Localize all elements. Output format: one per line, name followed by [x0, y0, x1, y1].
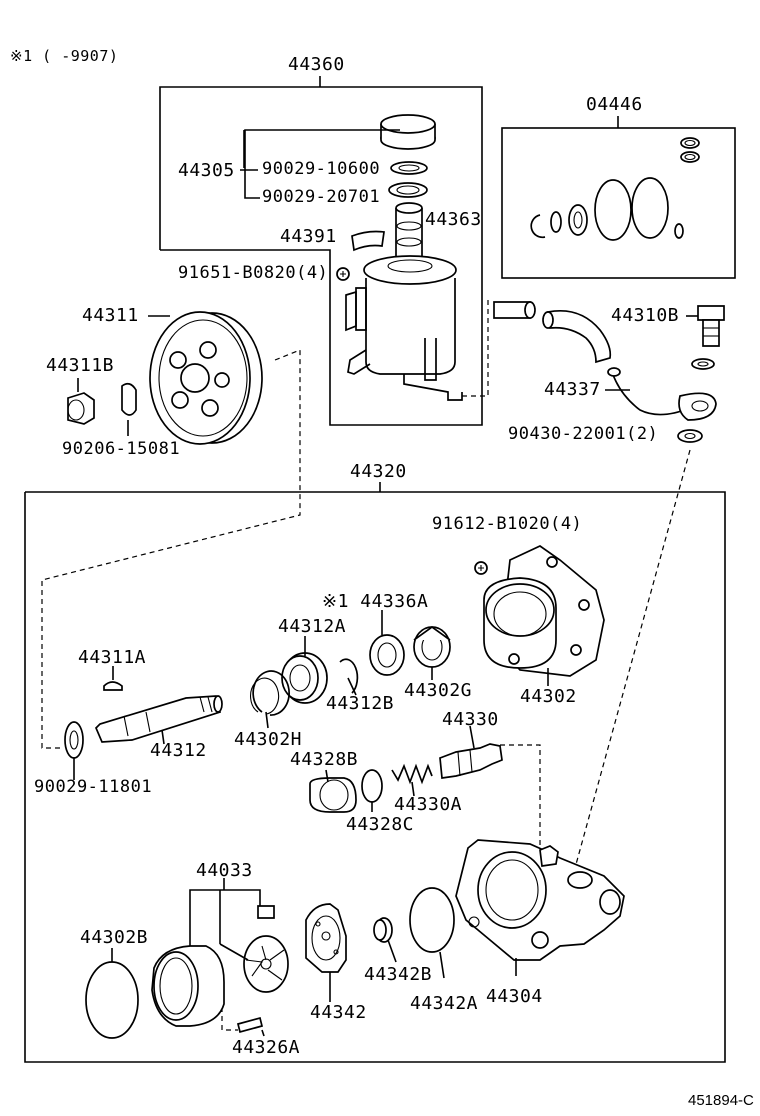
gasket-90029-10600 [390, 161, 428, 175]
callout-44363: 44363 [425, 209, 482, 230]
pump-shaft [94, 695, 223, 743]
callout-44391: 44391 [280, 226, 337, 247]
cam-ring [151, 945, 225, 1027]
callout-90029-10600: 90029-10600 [262, 159, 381, 179]
callout-44305: 44305 [178, 160, 235, 181]
callout-44311A: 44311A [78, 647, 147, 668]
callout-44311B: 44311B [46, 355, 115, 376]
gasket-90029-20701 [388, 182, 428, 198]
side-plate [305, 903, 347, 973]
callout-90206-15081: 90206-15081 [62, 439, 181, 459]
reservoir-box [159, 86, 483, 426]
reservoir-body [345, 255, 463, 401]
callout-44312A: 44312A [278, 616, 347, 637]
pressure-pipe [611, 371, 691, 416]
callout-44342A: 44342A [410, 993, 479, 1014]
callout-44312B: 44312B [326, 693, 395, 714]
callout-44342: 44342 [310, 1002, 367, 1023]
model-note: ※1 ( -9907) [10, 47, 119, 65]
callout-44320: 44320 [350, 461, 407, 482]
pump-rotor [243, 935, 289, 993]
callout-44033: 44033 [196, 860, 253, 881]
callout-04446: 04446 [586, 94, 643, 115]
callout-90430-22001: 90430-22001(2) [508, 424, 659, 444]
callout-44311: 44311 [82, 305, 139, 326]
callout-44302H: 44302H [234, 729, 303, 750]
gasket-90430 [677, 429, 703, 443]
callout-91612-B1020: 91612-B1020(4) [432, 514, 583, 534]
suction-hose-curved [547, 310, 612, 364]
pump-assembly-box [24, 491, 726, 1063]
reservoir-cap [380, 114, 436, 150]
callout-44328C: 44328C [346, 814, 415, 835]
callout-44304: 44304 [486, 986, 543, 1007]
callout-44326A: 44326A [232, 1037, 301, 1058]
callout-44330A: 44330A [394, 794, 463, 815]
callout-44302: 44302 [520, 686, 577, 707]
callout-44328B: 44328B [290, 749, 359, 770]
callout-44310B: 44310B [611, 305, 680, 326]
vane [257, 905, 275, 919]
callout-44302B: 44302B [80, 927, 149, 948]
repair-kit-parts [530, 137, 700, 241]
repair-kit-box [501, 127, 736, 279]
callout-44360: 44360 [288, 54, 345, 75]
flow-control-valve [439, 725, 503, 779]
callout-44336A: ※1 44336A [322, 591, 429, 612]
callout-44312: 44312 [150, 740, 207, 761]
callout-44302G: 44302G [404, 680, 473, 701]
callout-90029-20701: 90029-20701 [262, 187, 381, 207]
callout-44337: 44337 [544, 379, 601, 400]
pulley-44311 [149, 311, 263, 445]
callout-44342B: 44342B [364, 964, 433, 985]
callout-90029-11801: 90029-11801 [34, 777, 153, 797]
front-housing [483, 545, 605, 677]
pump-body [455, 839, 625, 961]
callout-44330: 44330 [442, 709, 499, 730]
diagram-reference-number: 451894-C [688, 1092, 754, 1109]
callout-91651: 91651-B0820(4) [178, 263, 329, 283]
